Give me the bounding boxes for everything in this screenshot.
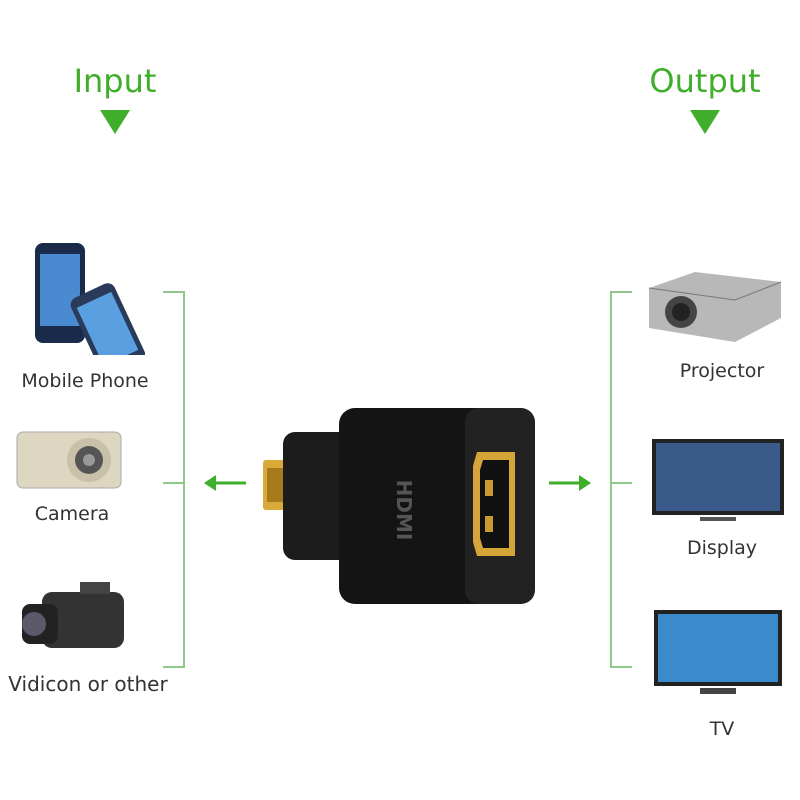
tv-icon	[654, 610, 782, 694]
input-down-arrow-icon	[100, 110, 130, 134]
input-bracket	[183, 291, 185, 668]
device-label: TV	[709, 718, 735, 740]
bracket-tick	[163, 666, 183, 668]
input-title: Input	[73, 62, 157, 100]
output-down-arrow-icon	[690, 110, 720, 134]
monitor-icon	[652, 439, 784, 521]
projector-icon	[648, 272, 782, 342]
device-label: Mobile Phone	[21, 370, 149, 392]
hdmi-logo: HDMI	[392, 480, 416, 541]
device-label: Display	[686, 537, 758, 559]
camera-icon	[16, 431, 122, 489]
bracket-tick	[612, 291, 632, 293]
device-label: Vidicon or other	[8, 672, 168, 696]
bracket-tick	[612, 482, 632, 484]
device-label: Projector	[679, 360, 765, 382]
mobile-phone-icon	[35, 243, 145, 355]
bracket-tick	[612, 666, 632, 668]
right-arrow-icon	[549, 475, 591, 491]
device-label: Camera	[34, 503, 110, 525]
bracket-tick	[163, 482, 183, 484]
camcorder-icon	[22, 582, 124, 648]
output-bracket	[610, 291, 612, 668]
left-arrow-icon	[204, 475, 246, 491]
output-title: Output	[649, 62, 761, 100]
bracket-tick	[163, 291, 183, 293]
micro-hdmi-to-hdmi-adapter: HDMI	[263, 408, 535, 604]
